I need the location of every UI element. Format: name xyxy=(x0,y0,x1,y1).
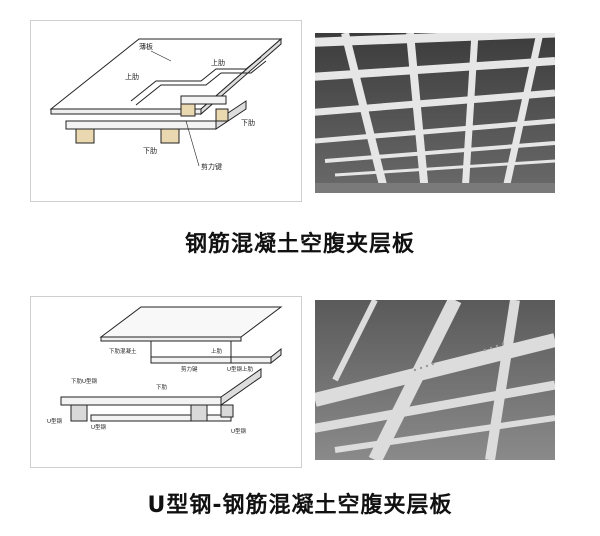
concrete-waffle-ceiling-photo xyxy=(315,33,555,193)
label-upper-rib-right: 上肋 xyxy=(211,58,225,67)
label-lower-rib: 下肋 xyxy=(156,383,168,391)
photo-panel-2 xyxy=(315,300,555,460)
label-u-steel-upper-rib: U型钢上肋 xyxy=(227,365,254,373)
label-lower-rib-u-steel: 下肋U型钢 xyxy=(71,377,98,385)
label-u-steel-3: U型钢 xyxy=(231,427,247,435)
u-steel-ceiling-photo xyxy=(315,300,555,460)
label-u-steel-1: U型钢 xyxy=(91,423,107,431)
label-thin-plate: 薄板 xyxy=(139,42,153,51)
diagram-panel-1: 薄板 上肋 上肋 下肋 下肋 剪力键 xyxy=(30,20,302,202)
label-upper-rib: 上肋 xyxy=(211,347,223,355)
label-u-steel-2: U型钢 xyxy=(47,417,63,425)
label-shear-key: 剪力键 xyxy=(201,162,222,171)
label-lower-rib-left: 下肋 xyxy=(143,146,157,155)
label-lower-rib-concrete: 下肋混凝土 xyxy=(109,347,137,355)
label-upper-rib-left: 上肋 xyxy=(125,72,139,81)
photo-panel-1 xyxy=(315,33,555,193)
label-shear-key: 剪力键 xyxy=(181,365,198,373)
u-steel-slab-diagram: 下肋混凝土 上肋 剪力键 下肋U型钢 下肋 U型钢 U型钢 U型钢 U型钢上肋 xyxy=(47,306,283,435)
diagram-panel-2: 下肋混凝土 上肋 剪力键 下肋U型钢 下肋 U型钢 U型钢 U型钢 U型钢上肋 xyxy=(30,296,302,468)
caption-section-1: 钢筋混凝土空腹夹层板 xyxy=(184,232,415,257)
caption-section-2: U型钢-钢筋混凝土空腹夹层板 xyxy=(147,493,453,518)
label-lower-rib-right: 下肋 xyxy=(241,118,255,127)
concrete-slab-diagram: 薄板 上肋 上肋 下肋 下肋 剪力键 xyxy=(49,37,283,171)
